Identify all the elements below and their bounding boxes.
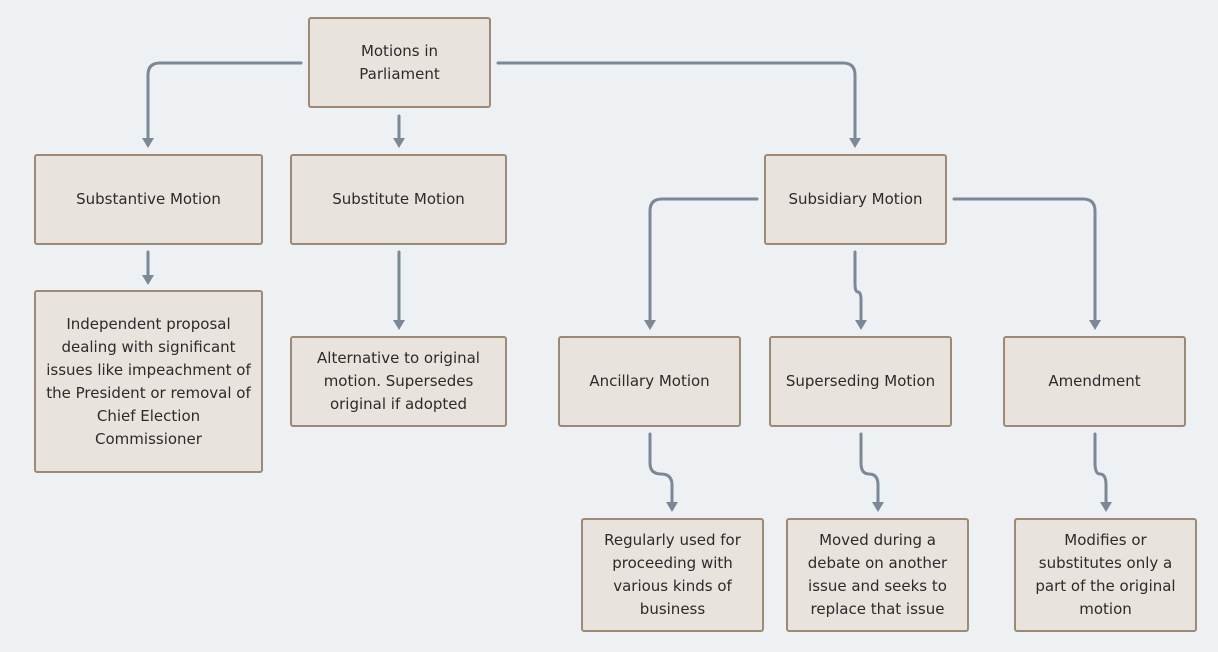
edge-amendment-to-desc	[1093, 432, 1108, 505]
arrow-substitute-to-desc	[393, 320, 405, 330]
edge-root-to-subsidiary	[496, 61, 857, 141]
node-superseding-description-text: Moved during a debate on another issue a…	[807, 531, 948, 618]
arrow-root-to-subsidiary	[849, 138, 861, 148]
node-subsidiary-motion-label: Subsidiary Motion	[788, 190, 923, 208]
edge-subsidiary-to-amendment	[952, 197, 1097, 323]
node-substitute-description-text: Alternative to original motion. Supersed…	[317, 349, 480, 413]
node-substantive-motion: Substantive Motion	[34, 154, 263, 245]
node-amendment-label: Amendment	[1048, 372, 1141, 390]
node-amendment-description: Modifies or substitutes only a part of t…	[1014, 518, 1197, 632]
node-ancillary-description-text: Regularly used for proceeding with vario…	[604, 531, 741, 618]
edge-root-to-substantive	[146, 61, 303, 141]
node-ancillary-description: Regularly used for proceeding with vario…	[581, 518, 764, 632]
node-substantive-motion-label: Substantive Motion	[76, 190, 221, 208]
arrow-amendment-to-desc	[1100, 502, 1112, 512]
arrow-substantive-to-desc	[142, 275, 154, 285]
node-motions-in-parliament-label: Motions in Parliament	[359, 41, 440, 83]
edge-subsidiary-to-superseding	[853, 250, 863, 323]
edge-ancillary-to-desc	[648, 432, 674, 505]
node-substitute-motion-label: Substitute Motion	[332, 190, 465, 208]
node-superseding-motion: Superseding Motion	[769, 336, 952, 427]
node-motions-in-parliament: Motions in Parliament	[308, 17, 491, 108]
node-ancillary-motion: Ancillary Motion	[558, 336, 741, 427]
arrow-subsidiary-to-amendment	[1089, 320, 1101, 330]
arrow-ancillary-to-desc	[666, 502, 678, 512]
arrow-subsidiary-to-ancillary	[644, 320, 656, 330]
arrow-subsidiary-to-superseding	[855, 320, 867, 330]
node-amendment-description-text: Modifies or substitutes only a part of t…	[1035, 531, 1176, 618]
node-ancillary-motion-label: Ancillary Motion	[589, 372, 710, 390]
node-substantive-description: Independent proposal dealing with signif…	[34, 290, 263, 473]
node-substantive-description-text: Independent proposal dealing with signif…	[46, 314, 251, 448]
edge-superseding-to-desc	[859, 432, 880, 505]
arrow-superseding-to-desc	[872, 502, 884, 512]
node-substitute-description: Alternative to original motion. Supersed…	[290, 336, 507, 427]
node-subsidiary-motion: Subsidiary Motion	[764, 154, 947, 245]
node-substitute-motion: Substitute Motion	[290, 154, 507, 245]
node-superseding-description: Moved during a debate on another issue a…	[786, 518, 969, 632]
edge-subsidiary-to-ancillary	[648, 197, 759, 323]
node-amendment: Amendment	[1003, 336, 1186, 427]
arrow-root-to-substantive	[142, 138, 154, 148]
node-superseding-motion-label: Superseding Motion	[785, 372, 936, 390]
arrow-root-to-substitute	[393, 138, 405, 148]
